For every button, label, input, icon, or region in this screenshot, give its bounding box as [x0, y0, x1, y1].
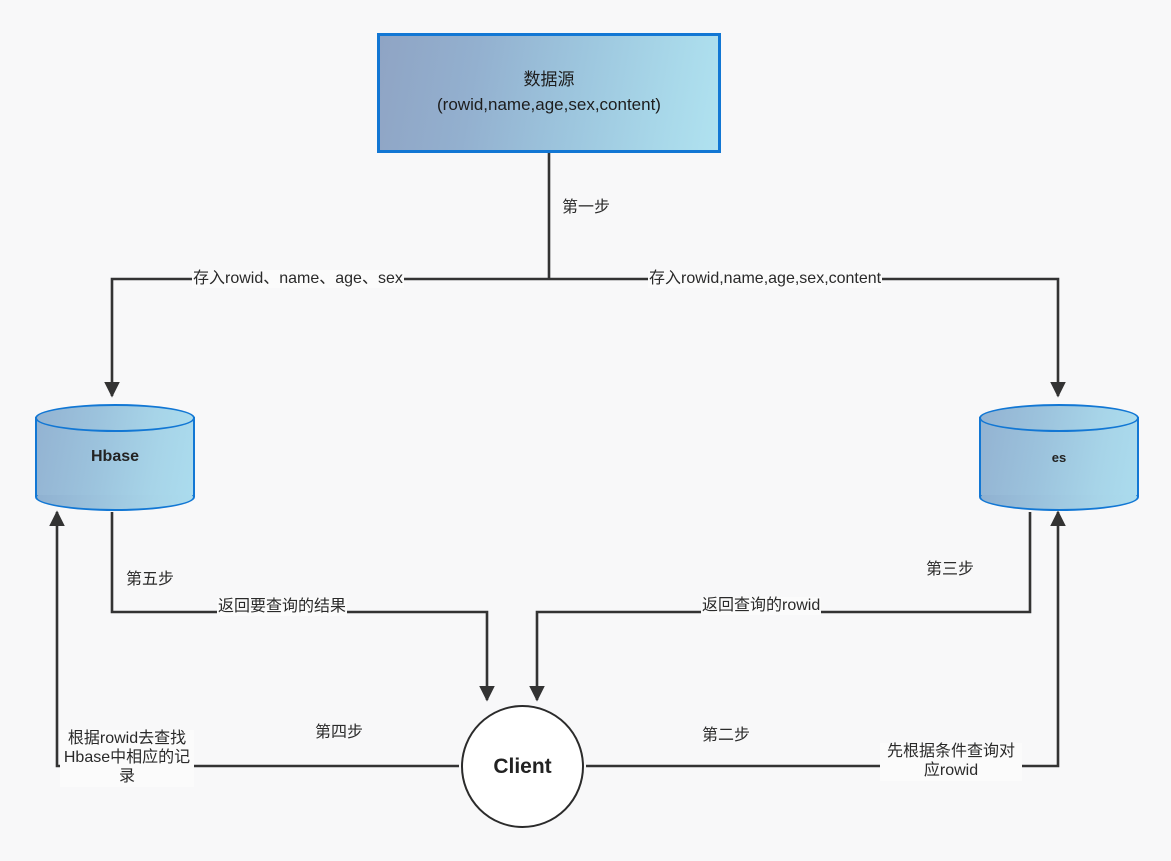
hbase-label: Hbase: [90, 448, 140, 465]
step-label-one: 第一步: [562, 199, 611, 216]
es-cylinder-top: [979, 404, 1139, 432]
es-label: es: [1051, 449, 1067, 465]
edge-label-find-hbase: 根据rowid去查找Hbase中相应的记录: [60, 730, 194, 787]
step-label-three: 第三步: [926, 561, 975, 578]
step-label-four: 第四步: [315, 724, 364, 741]
edge-datasource-to-hbase: [104, 277, 549, 398]
edge-label-store-es: 存入rowid,name,age,sex,content: [648, 270, 883, 288]
edge-label-return-rowid: 返回查询的rowid: [701, 597, 822, 615]
datasource-fields: (rowid,name,age,sex,content): [437, 95, 661, 114]
hbase-cylinder-top: [35, 404, 195, 432]
client-label: Client: [493, 754, 552, 778]
edge-label-return-result: 返回要查询的结果: [217, 598, 348, 616]
edge-client-to-es: [586, 510, 1066, 768]
step-label-five: 第五步: [126, 571, 175, 588]
node-client[interactable]: Client: [461, 705, 584, 828]
node-es[interactable]: es: [979, 404, 1139, 511]
edge-client-to-hbase: [49, 510, 459, 768]
edge-label-query-rowid: 先根据条件查询对应rowid: [880, 743, 1022, 781]
node-datasource[interactable]: 数据源 (rowid,name,age,sex,content): [377, 33, 721, 153]
step-label-two: 第二步: [702, 727, 751, 744]
node-hbase[interactable]: Hbase: [35, 404, 195, 511]
edge-datasource-to-es: [549, 277, 1066, 398]
datasource-title: 数据源: [523, 70, 575, 90]
edge-label-store-hbase: 存入rowid、name、age、sex: [192, 270, 404, 288]
